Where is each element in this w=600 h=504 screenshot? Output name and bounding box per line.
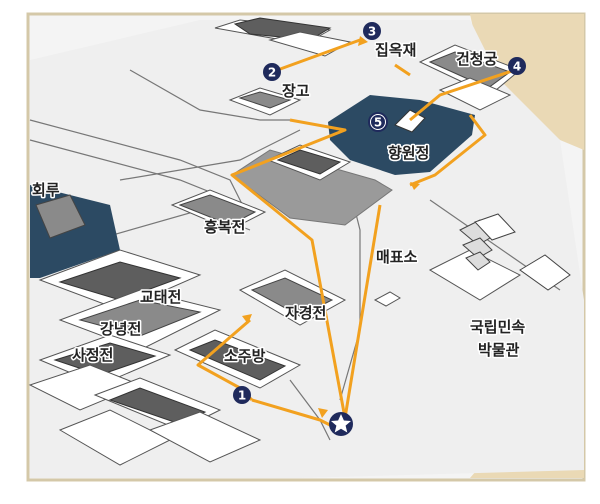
marker-2[interactable]: 2 xyxy=(263,63,281,81)
label-museum-line1: 국립민속 xyxy=(470,318,525,336)
label-museum-line2: 박물관 xyxy=(478,341,520,359)
svg-text:5: 5 xyxy=(374,116,382,130)
label-gyeonghoeru: 회루 xyxy=(32,181,60,199)
paved-courtyard xyxy=(231,149,393,226)
marker-5[interactable]: 5 xyxy=(368,112,388,132)
svg-text:3: 3 xyxy=(368,25,376,39)
marker-1[interactable]: 1 xyxy=(233,386,251,404)
label-hyangwonjeong: 향원정 xyxy=(388,144,429,162)
outer-land xyxy=(470,14,584,150)
label-sojubang: 소주방 xyxy=(224,347,266,365)
svg-text:2: 2 xyxy=(268,66,276,80)
marker-4[interactable]: 4 xyxy=(508,57,526,75)
marker-3[interactable]: 3 xyxy=(363,22,381,40)
tour-route xyxy=(196,38,516,432)
label-gangnyeongjeon: 강녕전 xyxy=(100,320,141,338)
label-gyotaejeon: 교태전 xyxy=(140,288,181,306)
label-sajeongjeon: 사정전 xyxy=(72,346,113,364)
star-icon xyxy=(331,414,351,433)
label-geoncheonggung: 건청궁 xyxy=(456,50,498,68)
label-heungbokjeon: 흥복전 xyxy=(204,218,245,236)
label-jangko: 장고 xyxy=(282,82,310,100)
label-jibokjae: 집옥재 xyxy=(375,41,416,59)
label-jagyeongjeon: 자경전 xyxy=(285,304,326,322)
start-marker[interactable] xyxy=(329,412,353,436)
place-labels: 장고 집옥재 건청궁 향원정 회루 흥복전 매표소 교태전 자경전 강녕전 소주… xyxy=(31,40,527,367)
svg-text:4: 4 xyxy=(513,60,521,74)
svg-text:1: 1 xyxy=(238,389,246,403)
route-arrows xyxy=(242,36,420,418)
label-maepyoso: 매표소 xyxy=(376,248,418,266)
hyangwon-pond xyxy=(328,95,475,175)
